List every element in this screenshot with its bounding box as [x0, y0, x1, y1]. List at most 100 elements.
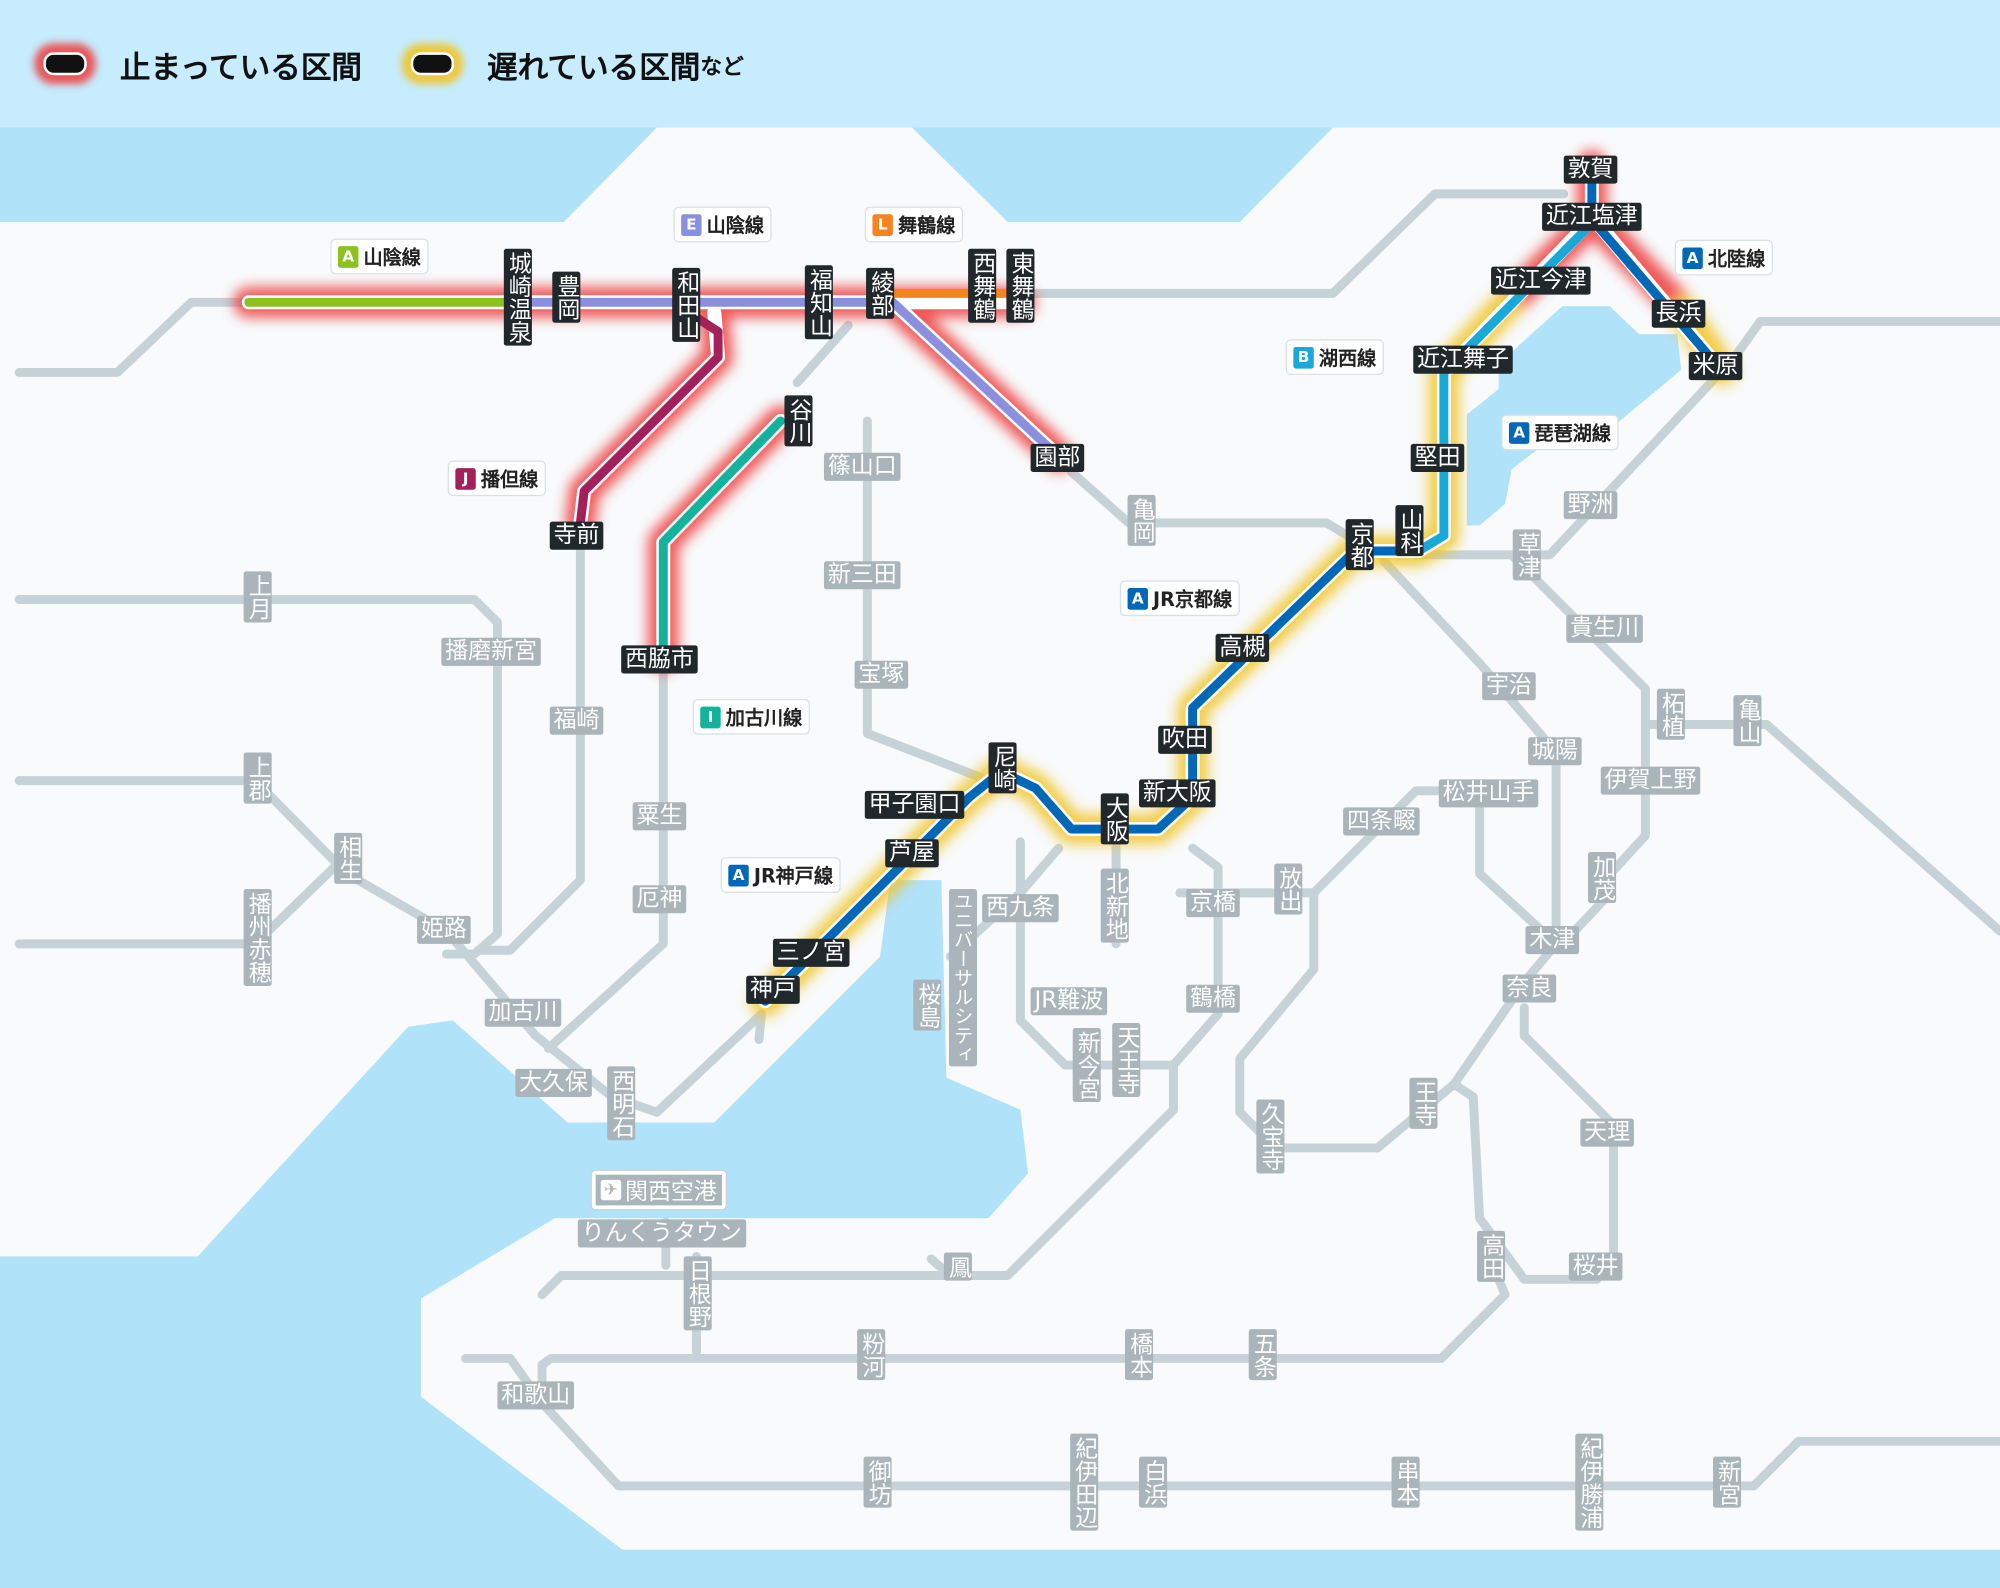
- station-label[interactable]: 木津: [1525, 926, 1580, 955]
- station-label[interactable]: ユニバーサルシティ: [948, 889, 978, 1067]
- station-label[interactable]: 鶴橋: [1186, 984, 1240, 1013]
- station-label[interactable]: 福崎: [549, 706, 604, 735]
- station-label[interactable]: 相生: [334, 832, 363, 884]
- station-label[interactable]: 日根野: [683, 1256, 712, 1331]
- station-label[interactable]: 尼崎: [988, 742, 1017, 794]
- station-label[interactable]: 和田山: [672, 267, 701, 342]
- station-label[interactable]: 柘植: [1656, 688, 1685, 740]
- station-label[interactable]: 串本: [1391, 1456, 1420, 1508]
- station-label[interactable]: 粉河: [857, 1329, 886, 1381]
- station-label[interactable]: 谷川: [784, 395, 813, 447]
- station-label[interactable]: 大阪: [1100, 793, 1129, 845]
- station-label[interactable]: 西舞鶴: [968, 248, 997, 323]
- station-label[interactable]: JR難波: [1030, 987, 1107, 1016]
- station-label[interactable]: 近江舞子: [1413, 345, 1513, 374]
- station-label[interactable]: 上郡: [243, 752, 272, 804]
- station-label[interactable]: 豊岡: [552, 271, 581, 323]
- station-label[interactable]: りんくうタウン: [577, 1219, 746, 1248]
- station-label[interactable]: 加茂: [1588, 852, 1617, 904]
- station-label[interactable]: 西明石: [607, 1066, 636, 1141]
- station-label[interactable]: 王寺: [1409, 1077, 1438, 1129]
- station-label[interactable]: 天王寺: [1112, 1022, 1141, 1097]
- station-label[interactable]: 白浜: [1139, 1456, 1168, 1508]
- station-label[interactable]: 桜島: [913, 979, 942, 1031]
- station-label[interactable]: 高槻: [1215, 633, 1270, 662]
- station-label[interactable]: 宇治: [1482, 672, 1536, 701]
- station-label[interactable]: 粟生: [632, 802, 687, 831]
- station-label[interactable]: 三ノ宮: [772, 938, 850, 967]
- station-label[interactable]: 五条: [1248, 1329, 1277, 1381]
- station-label[interactable]: 姫路: [417, 915, 471, 944]
- station-label[interactable]: 京都: [1345, 519, 1374, 571]
- station-label[interactable]: 鳳: [943, 1252, 972, 1281]
- station-label[interactable]: 篠山口: [823, 452, 901, 481]
- station-label[interactable]: 西九条: [982, 894, 1059, 923]
- station-label[interactable]: 亀岡: [1127, 494, 1156, 546]
- station-label[interactable]: 高田: [1477, 1230, 1506, 1282]
- station-label[interactable]: 神戸: [746, 975, 800, 1004]
- station-label[interactable]: 伊賀上野: [1600, 766, 1701, 795]
- station-label[interactable]: 和歌山: [497, 1381, 574, 1410]
- station-label[interactable]: 野洲: [1563, 491, 1618, 520]
- station-label[interactable]: 天理: [1580, 1118, 1634, 1147]
- station-label[interactable]: 新今宮: [1072, 1028, 1101, 1103]
- station-label[interactable]: 貴生川: [1566, 614, 1643, 643]
- station-label[interactable]: 放出: [1274, 863, 1303, 915]
- station-label[interactable]: 芦屋: [885, 839, 939, 868]
- station-label[interactable]: 草津: [1512, 529, 1541, 581]
- station-label[interactable]: 堅田: [1410, 443, 1465, 472]
- station-label[interactable]: 厄神: [632, 885, 687, 914]
- station-label[interactable]: 寺前: [549, 521, 604, 550]
- station-label[interactable]: 播磨新宮: [441, 637, 541, 666]
- station-label[interactable]: 新大阪: [1139, 779, 1216, 808]
- station-label[interactable]: 福知山: [804, 265, 833, 340]
- station-label[interactable]: 桜井: [1568, 1252, 1623, 1281]
- station-label[interactable]: 新三田: [823, 561, 901, 590]
- station-label[interactable]: 播州赤穂: [243, 889, 272, 986]
- station-label[interactable]: 米原: [1688, 352, 1743, 381]
- station-label[interactable]: 久宝寺: [1256, 1099, 1285, 1174]
- station-label[interactable]: 宝塚: [854, 660, 909, 689]
- station-label[interactable]: 大久保: [515, 1068, 592, 1097]
- station-label[interactable]: 四条畷: [1343, 807, 1420, 836]
- station-label[interactable]: 甲子園口: [864, 790, 965, 819]
- line-symbol: E: [681, 213, 702, 236]
- station-label[interactable]: 紀伊田辺: [1070, 1433, 1099, 1531]
- station-label[interactable]: 敦賀: [1563, 155, 1618, 184]
- station-label[interactable]: 御坊: [863, 1456, 892, 1508]
- station-label[interactable]: 奈良: [1502, 974, 1557, 1003]
- station-label[interactable]: 上月: [243, 571, 272, 623]
- station-label[interactable]: 橋本: [1124, 1329, 1154, 1381]
- line-symbol: J: [455, 467, 476, 490]
- station-label[interactable]: 綾部: [866, 267, 895, 319]
- station-label[interactable]: 長浜: [1651, 299, 1706, 328]
- station-label[interactable]: 松井山手: [1438, 779, 1539, 808]
- station-label[interactable]: 新宮: [1713, 1456, 1742, 1508]
- station-label[interactable]: 京橋: [1186, 889, 1240, 918]
- station-label[interactable]: 吹田: [1158, 725, 1212, 754]
- station-label[interactable]: 近江今津: [1491, 266, 1591, 295]
- station-label[interactable]: 加古川: [484, 998, 562, 1027]
- station-label[interactable]: 亀山: [1733, 695, 1762, 747]
- station-label[interactable]: 西脇市: [621, 645, 698, 674]
- station-label[interactable]: 北新地: [1100, 868, 1129, 943]
- station-label[interactable]: 城陽: [1528, 737, 1582, 766]
- station-label[interactable]: 近江塩津: [1542, 202, 1642, 231]
- station-label[interactable]: 園部: [1030, 443, 1085, 472]
- airport-station-label[interactable]: ✈ 関西空港: [591, 1170, 726, 1210]
- station-label[interactable]: 城崎温泉: [503, 248, 532, 346]
- station-label[interactable]: 紀伊勝浦: [1575, 1433, 1604, 1531]
- station-label[interactable]: 東舞鶴: [1006, 248, 1035, 323]
- station-label[interactable]: 山科: [1395, 505, 1424, 557]
